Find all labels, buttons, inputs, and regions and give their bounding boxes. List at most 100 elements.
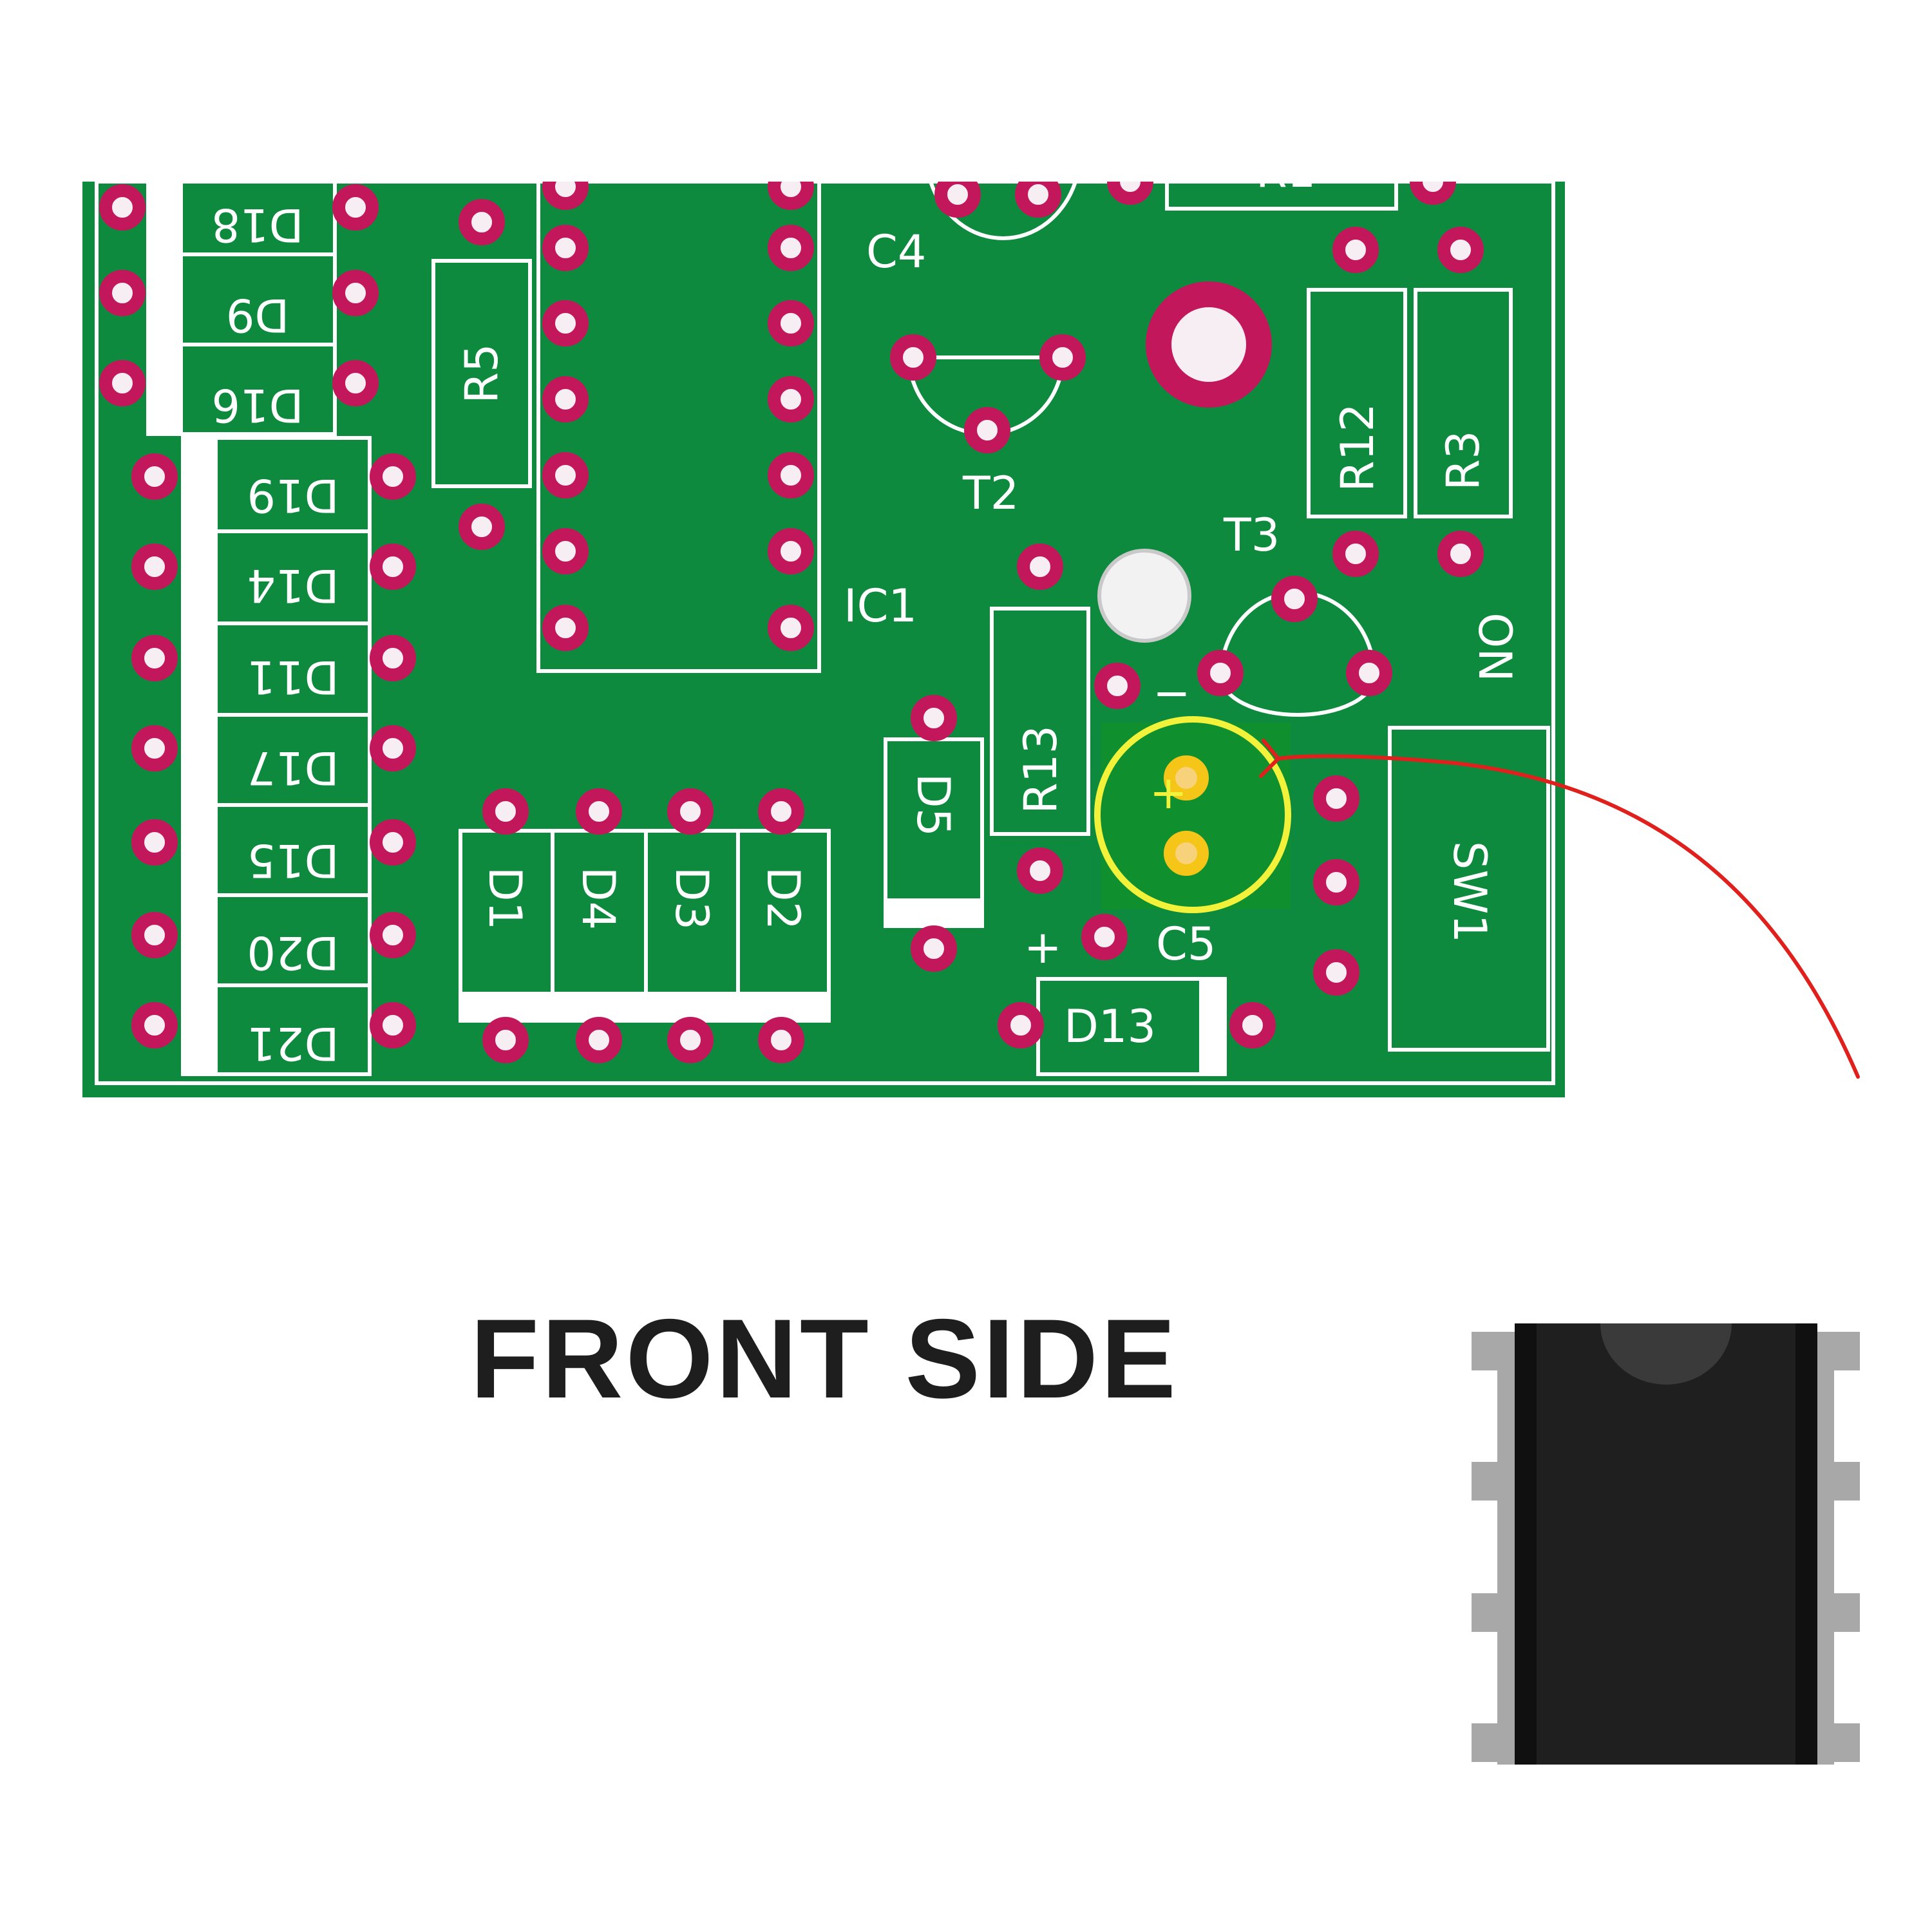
pad <box>768 605 814 651</box>
pad <box>1410 182 1456 205</box>
outline-r5 <box>431 259 532 488</box>
pad <box>99 184 146 231</box>
pad <box>667 1017 714 1063</box>
c5-highlight-backdrop <box>1101 723 1291 909</box>
mounting-hole-white <box>1097 549 1191 643</box>
dip-8-ic-chip-icon <box>1472 1323 1860 1765</box>
c5-highlight-ring <box>1094 716 1291 913</box>
pad <box>131 819 178 866</box>
chip-notch <box>1600 1323 1732 1385</box>
pad <box>459 199 505 245</box>
label-r5: R5 <box>455 343 508 403</box>
pad <box>1437 531 1484 577</box>
cathode-bar-top <box>148 182 183 434</box>
pad <box>131 912 178 958</box>
pad <box>370 725 416 772</box>
cathode-bar-d5 <box>886 898 982 926</box>
label-on: ON <box>1468 612 1521 681</box>
label-d9: D9 <box>226 289 289 341</box>
electrolytic-capacitor-footprint-icon: + <box>1094 716 1291 913</box>
label-c5: C5 <box>1156 918 1216 971</box>
pad <box>768 528 814 574</box>
pad <box>1017 544 1063 590</box>
pad <box>1437 227 1484 273</box>
label-c4: C4 <box>866 225 926 278</box>
outline-sw1 <box>1388 726 1550 1052</box>
pad <box>1197 650 1244 696</box>
pad <box>758 788 804 835</box>
label-d19: D19 <box>247 469 339 522</box>
pad <box>998 1002 1044 1048</box>
red-arrow-annotation <box>1259 739 1860 1079</box>
pad <box>911 695 957 741</box>
pad <box>370 912 416 958</box>
pad <box>667 788 714 835</box>
label-d15: D15 <box>247 834 339 887</box>
label-d18: D18 <box>212 198 304 251</box>
chip-body-shade-left <box>1515 1323 1537 1765</box>
label-r13: R13 <box>1014 725 1067 814</box>
pad <box>131 453 178 500</box>
c5-pad-plus <box>1164 755 1209 800</box>
through-hole-pads <box>99 182 1484 1063</box>
pad <box>1017 848 1063 894</box>
pad <box>370 635 416 681</box>
pad <box>482 788 529 835</box>
pad <box>890 334 936 381</box>
pad <box>1346 650 1392 696</box>
pad <box>370 819 416 866</box>
label-d21: D21 <box>247 1017 339 1070</box>
pad <box>542 182 589 210</box>
chip-body <box>1515 1323 1817 1765</box>
pad <box>1271 576 1318 622</box>
pad <box>768 452 814 498</box>
chip-body-shade-right <box>1795 1323 1817 1765</box>
pad <box>1332 227 1379 273</box>
label-d11: D11 <box>247 650 339 703</box>
outline-r3 <box>1414 288 1513 518</box>
label-d16: D16 <box>212 379 304 431</box>
pad <box>542 605 589 651</box>
label-d2: D2 <box>757 867 810 930</box>
cathode-bar-d13 <box>1199 979 1225 1074</box>
outline-ic1 <box>536 182 821 673</box>
pad <box>1229 1002 1276 1048</box>
pad <box>332 360 379 406</box>
c5-pad-minus <box>1164 831 1209 876</box>
label-t2: T2 <box>962 467 1019 520</box>
label-r1: R1 <box>1256 145 1316 198</box>
pcb-board: + D18 D9 D16 D19 D14 D11 D17 D15 D20 D21… <box>82 145 1565 1097</box>
label-sw1: SW1 <box>1443 841 1496 943</box>
label-d3: D3 <box>665 867 718 930</box>
pad <box>542 452 589 498</box>
label-ic1: IC1 <box>844 580 917 632</box>
label-r12: R12 <box>1331 403 1384 492</box>
label-d20: D20 <box>247 926 339 979</box>
chip-pins <box>1472 1332 1860 1765</box>
pad <box>1081 914 1128 960</box>
pad <box>1094 663 1141 709</box>
pad <box>1313 949 1359 996</box>
pad <box>131 635 178 681</box>
pad <box>131 1002 178 1048</box>
label-d5: D5 <box>907 773 960 837</box>
pad <box>1039 334 1086 381</box>
pad <box>768 300 814 346</box>
chip-pin-strip-left <box>1497 1336 1517 1765</box>
pad <box>332 184 379 231</box>
outline-r12 <box>1307 288 1407 518</box>
label-d4: D4 <box>572 867 625 930</box>
pad <box>1332 531 1379 577</box>
pad <box>768 376 814 422</box>
pad <box>911 925 957 972</box>
label-d14: D14 <box>247 559 339 612</box>
pad <box>482 1017 529 1063</box>
pad <box>758 1017 804 1063</box>
pad <box>131 725 178 772</box>
pad <box>1015 182 1061 218</box>
arrow-head <box>1259 739 1280 778</box>
silkscreen-labels: D18 D9 D16 D19 D14 D11 D17 D15 D20 D21 R… <box>212 145 1521 1070</box>
board-edge-outline <box>95 180 1555 1085</box>
pad <box>99 360 146 406</box>
